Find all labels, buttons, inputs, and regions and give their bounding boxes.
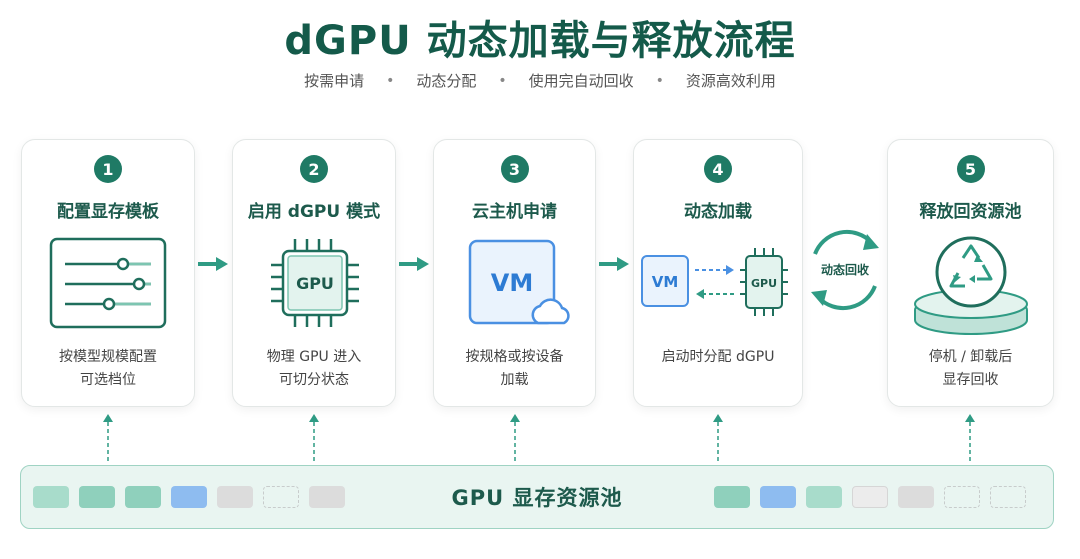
memory-slot xyxy=(263,486,299,508)
step-description: 停机 / 卸载后 显存回收 xyxy=(888,346,1053,392)
step-number-badge: 5 xyxy=(956,155,985,183)
step-description-line: 停机 / 卸载后 xyxy=(928,349,1013,365)
step-card-5: 5 释放回资源池 停机 / 卸载后 显存回收 xyxy=(887,139,1054,407)
memory-slot xyxy=(125,486,161,508)
memory-slot xyxy=(760,486,796,508)
gpu-memory-pool: GPU 显存资源池 xyxy=(20,465,1054,529)
recycle-pool-icon xyxy=(914,236,1028,335)
step-title: 启用 dGPU 模式 xyxy=(247,202,381,222)
vm-label: VM xyxy=(491,269,533,297)
page-title: dGPU 动态加载与释放流程 xyxy=(284,18,796,64)
step-title: 释放回资源池 xyxy=(919,202,1022,222)
flow-arrow-icon xyxy=(599,257,629,271)
step-title: 动态加载 xyxy=(684,202,752,222)
vm-label: VM xyxy=(652,273,679,291)
flow-arrow-icon xyxy=(198,257,228,271)
step-card-2: 2 启用 dGPU 模式 GPU 物理 GPU 进入 可切分状态 xyxy=(232,139,396,407)
step-description-line: 显存回收 xyxy=(942,372,999,388)
cycle-label: 动态回收 xyxy=(821,262,869,277)
memory-slot xyxy=(79,486,115,508)
vm-cloud-icon: VM xyxy=(468,239,570,325)
pool-connector-icon xyxy=(103,414,113,464)
pool-connector-icon xyxy=(510,414,520,464)
subtitle-item: 使用完自动回收 xyxy=(528,72,634,90)
pool-connector-icon xyxy=(309,414,319,464)
memory-slot xyxy=(217,486,253,508)
subtitle-item: 动态分配 xyxy=(416,72,477,90)
subtitle-separator: • xyxy=(498,72,507,89)
step-description-line: 按规格或按设备 xyxy=(465,349,564,365)
step-description-line: 可切分状态 xyxy=(279,372,349,388)
step-description: 启动时分配 dGPU xyxy=(634,346,802,369)
step-description-line: 可选档位 xyxy=(80,372,136,388)
flow-arrow-icon xyxy=(399,257,429,271)
step-card-1: 1 配置显存模板 按模型规模配置 可选档位 xyxy=(21,139,195,407)
step-card-4: 4 动态加载 VM GPU 启动时分配 dGPU xyxy=(633,139,803,407)
step-number-badge: 4 xyxy=(704,155,732,183)
gpu-chip-icon: GPU xyxy=(271,239,359,327)
memory-slot xyxy=(990,486,1026,508)
memory-slot xyxy=(944,486,980,508)
memory-slot xyxy=(33,486,69,508)
step-number-badge: 3 xyxy=(500,155,529,183)
step-description-line: 加载 xyxy=(500,372,529,388)
memory-slot xyxy=(806,486,842,508)
memory-slot xyxy=(852,486,888,508)
pool-label: GPU 显存资源池 xyxy=(451,486,623,510)
vm-to-gpu-icon: VM GPU xyxy=(641,248,788,316)
subtitle-item: 按需申请 xyxy=(304,72,365,90)
memory-slot xyxy=(171,486,207,508)
step-card-3: 3 云主机申请 VM 按规格或按设备 加载 xyxy=(433,139,596,407)
memory-slot xyxy=(714,486,750,508)
pool-connector-icon xyxy=(713,414,723,464)
step-description: 按规格或按设备 加载 xyxy=(434,346,595,392)
subtitle: 按需申请 • 动态分配 • 使用完自动回收 • 资源高效利用 xyxy=(0,70,1080,91)
step-description: 按模型规模配置 可选档位 xyxy=(22,346,194,392)
step-description-line: 启动时分配 dGPU xyxy=(661,349,775,365)
memory-slot xyxy=(309,486,345,508)
subtitle-separator: • xyxy=(655,72,664,89)
pool-connector-icon xyxy=(965,414,975,464)
subtitle-item: 资源高效利用 xyxy=(685,72,776,90)
step-number-badge: 1 xyxy=(94,155,122,183)
slider-panel-icon xyxy=(49,237,167,329)
step-description-line: 物理 GPU 进入 xyxy=(266,349,362,365)
subtitle-separator: • xyxy=(386,72,395,89)
cycle-arrows-icon: 动态回收 xyxy=(811,229,879,311)
step-title: 配置显存模板 xyxy=(57,202,159,222)
step-title: 云主机申请 xyxy=(472,202,557,222)
step-description-line: 按模型规模配置 xyxy=(59,349,157,365)
memory-slot xyxy=(898,486,934,508)
gpu-chip-label: GPU xyxy=(296,274,334,293)
step-number-badge: 2 xyxy=(300,155,328,183)
step-description: 物理 GPU 进入 可切分状态 xyxy=(233,346,395,392)
gpu-chip-label: GPU xyxy=(751,277,777,290)
